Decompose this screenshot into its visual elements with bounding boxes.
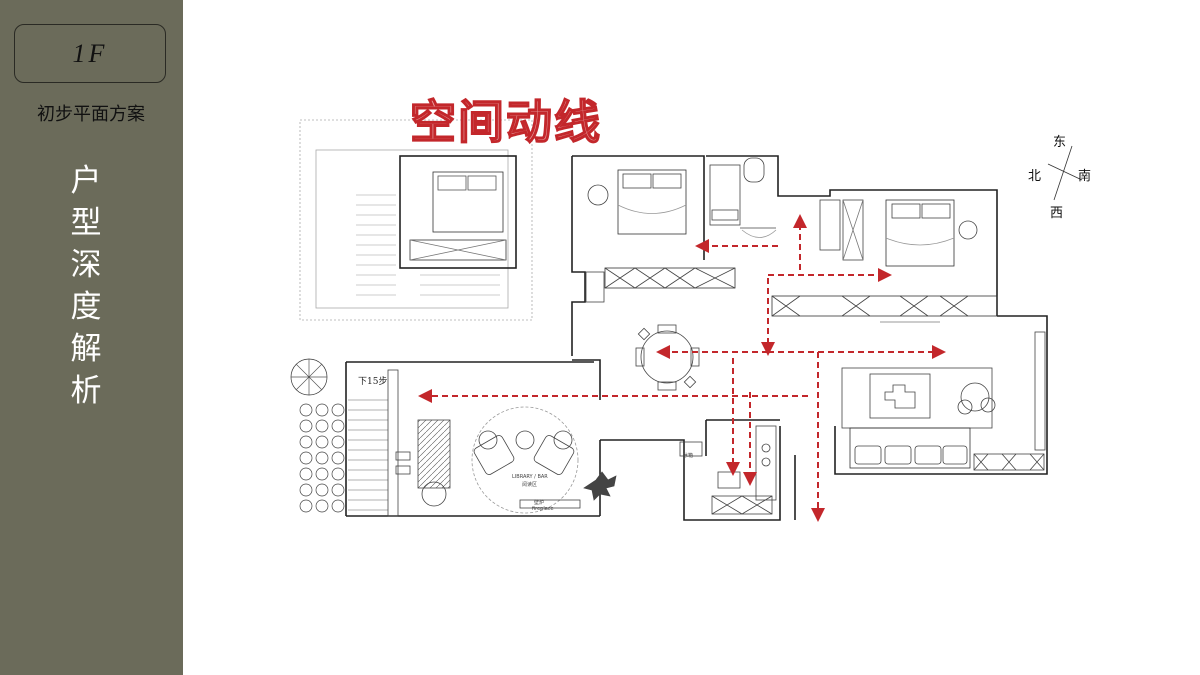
vertical-title-char: 析 [70, 373, 102, 409]
vertical-title-char: 解 [70, 331, 102, 367]
compass-south-label: 南 [1078, 169, 1092, 184]
vertical-title-char: 深 [70, 247, 102, 283]
sidebar: 1F 初步平面方案 户 型 深 度 解 析 [0, 0, 183, 675]
stairs-down-label: 下15步 [358, 377, 388, 387]
vertical-title-char: 户 [70, 163, 102, 199]
vertical-title-char: 型 [70, 205, 102, 241]
scheme-label: 初步平面方案 [37, 104, 145, 125]
compass-north-label: 北 [1028, 169, 1042, 184]
library-en-label: LIBRARY / BAR [512, 474, 548, 480]
library-cn-label: 阅读区 [522, 482, 538, 488]
fireplace-en-label: fireplace [532, 506, 554, 512]
slide-title: 空间动线 [409, 94, 602, 150]
vertical-title: 户 型 深 度 解 析 [56, 160, 116, 412]
kitchen-mark-label: 冰箱 [683, 453, 694, 459]
compass-east-label: 东 [1053, 135, 1067, 150]
floor-badge: 1F [14, 24, 166, 83]
fireplace-cn-label: 壁炉 [534, 500, 545, 506]
vertical-title-char: 度 [70, 289, 102, 325]
compass-west-label: 西 [1050, 206, 1064, 221]
